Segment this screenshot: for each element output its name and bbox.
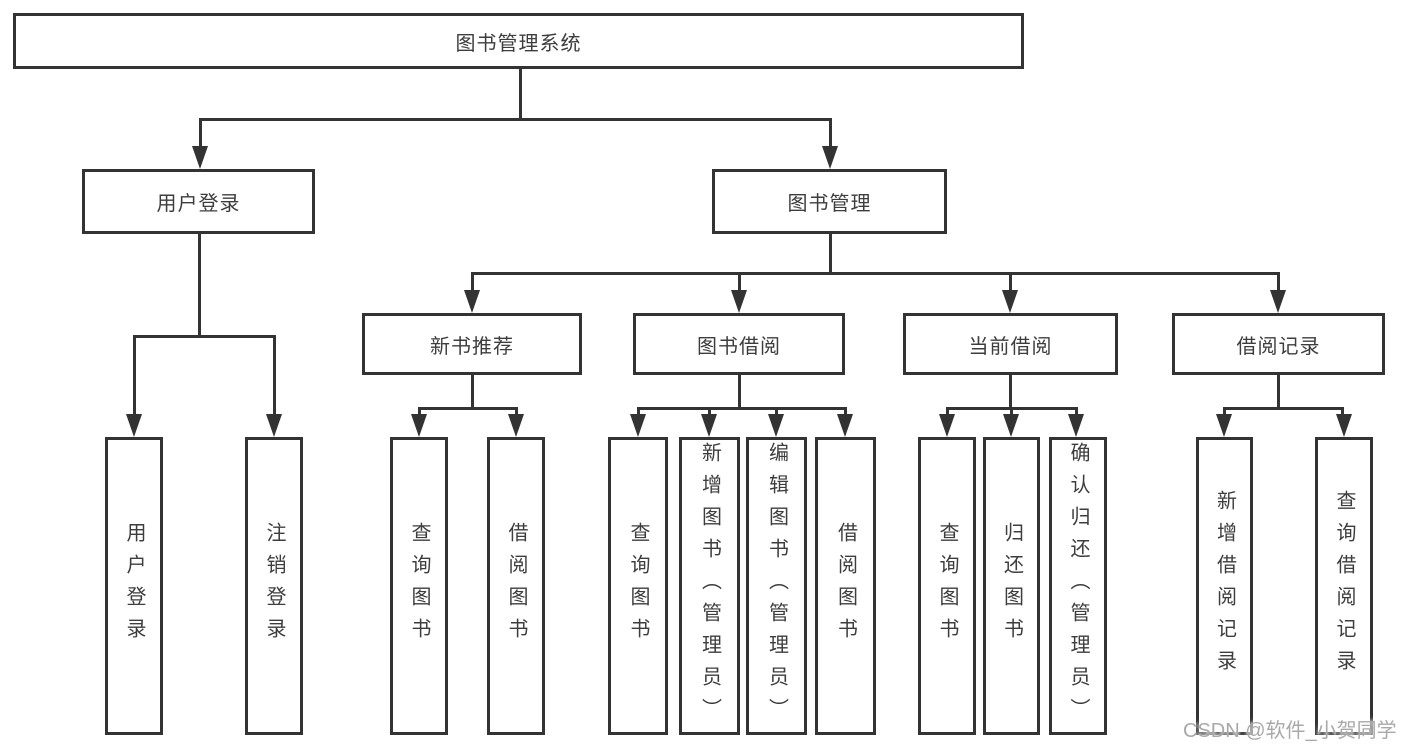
arrowhead-down-icon bbox=[731, 290, 747, 313]
leaf-logout: 注销登录 bbox=[245, 437, 303, 735]
node-new-book-recommend: 新书推荐 bbox=[362, 313, 582, 375]
connector-line bbox=[515, 407, 518, 417]
node-library-system: 图书管理系统 bbox=[13, 13, 1024, 69]
arrowhead-down-icon bbox=[768, 414, 784, 437]
arrowhead-down-icon bbox=[1068, 414, 1084, 437]
connector-line bbox=[198, 234, 201, 335]
connector-line bbox=[637, 407, 640, 417]
arrowhead-down-icon bbox=[266, 414, 282, 437]
arrowhead-down-icon bbox=[126, 414, 142, 437]
leaf-label: 注销登录 bbox=[263, 522, 285, 650]
leaf-label: 新增图书（管理员） bbox=[698, 442, 721, 730]
leaf-borrow-books-recommend: 借阅图书 bbox=[487, 437, 545, 735]
connector-line bbox=[829, 234, 832, 272]
node-book-management: 图书管理 bbox=[712, 169, 947, 234]
watermark: CSDN @软件_小贺同学 bbox=[1183, 720, 1397, 742]
leaf-add-book-admin: 新增图书（管理员） bbox=[679, 437, 740, 735]
leaf-user-login: 用户登录 bbox=[105, 437, 163, 735]
leaf-label: 查询图书 bbox=[936, 522, 958, 650]
arrowhead-down-icon bbox=[192, 146, 208, 169]
connector-line bbox=[1075, 407, 1078, 417]
leaf-label: 归还图书 bbox=[1000, 522, 1023, 650]
connector-line bbox=[418, 407, 421, 417]
connector-line bbox=[1223, 407, 1344, 410]
node-borrow-records: 借阅记录 bbox=[1172, 313, 1385, 375]
arrowhead-down-icon bbox=[939, 414, 955, 437]
node-book-borrow: 图书借阅 bbox=[633, 313, 845, 375]
connector-line bbox=[273, 335, 276, 417]
leaf-edit-book-admin: 编辑图书（管理员） bbox=[746, 437, 807, 735]
leaf-query-books-current: 查询图书 bbox=[918, 437, 976, 735]
leaf-query-borrow-record: 查询借阅记录 bbox=[1315, 437, 1373, 735]
arrowhead-down-icon bbox=[822, 146, 838, 169]
connector-line bbox=[775, 407, 778, 417]
arrowhead-down-icon bbox=[464, 290, 480, 313]
arrowhead-down-icon bbox=[1002, 290, 1018, 313]
leaf-label: 查询借阅记录 bbox=[1333, 490, 1355, 682]
arrowhead-down-icon bbox=[1336, 414, 1352, 437]
leaf-query-books-recommend: 查询图书 bbox=[390, 437, 448, 735]
connector-line bbox=[471, 272, 1279, 275]
connector-line bbox=[519, 69, 522, 118]
leaf-label: 新增借阅记录 bbox=[1213, 490, 1236, 682]
connector-line bbox=[946, 407, 949, 417]
node-current-borrow: 当前借阅 bbox=[903, 313, 1118, 375]
arrowhead-down-icon bbox=[1003, 414, 1019, 437]
arrowhead-down-icon bbox=[508, 414, 524, 437]
leaf-borrow-books: 借阅图书 bbox=[815, 437, 876, 735]
connector-line bbox=[1010, 407, 1013, 417]
leaf-label: 确认归还（管理员） bbox=[1067, 442, 1089, 730]
connector-line bbox=[471, 272, 474, 293]
connector-line bbox=[133, 335, 136, 417]
connector-line bbox=[1341, 407, 1344, 417]
leaf-label: 借阅图书 bbox=[505, 522, 527, 650]
leaf-label: 借阅图书 bbox=[834, 522, 857, 650]
leaf-return-book: 归还图书 bbox=[983, 437, 1040, 735]
leaf-label: 用户登录 bbox=[123, 522, 145, 650]
connector-line bbox=[199, 118, 202, 149]
arrowhead-down-icon bbox=[1270, 290, 1286, 313]
connector-line bbox=[1223, 407, 1226, 417]
connector-line bbox=[844, 407, 847, 417]
connector-line bbox=[1009, 375, 1012, 407]
arrowhead-down-icon bbox=[411, 414, 427, 437]
connector-line bbox=[1277, 272, 1280, 293]
arrowhead-down-icon bbox=[630, 414, 646, 437]
connector-line bbox=[829, 118, 832, 149]
node-user-login: 用户登录 bbox=[82, 169, 315, 234]
leaf-query-books-borrow: 查询图书 bbox=[608, 437, 668, 735]
arrowhead-down-icon bbox=[837, 414, 853, 437]
connector-line bbox=[738, 375, 741, 407]
connector-line bbox=[418, 407, 518, 410]
connector-line bbox=[708, 407, 711, 417]
leaf-label: 查询图书 bbox=[627, 522, 649, 650]
connector-line bbox=[199, 118, 832, 121]
connector-line bbox=[133, 335, 276, 338]
leaf-label: 查询图书 bbox=[408, 522, 430, 650]
connector-line bbox=[1009, 272, 1012, 293]
leaf-label: 编辑图书（管理员） bbox=[765, 442, 788, 730]
connector-line bbox=[637, 407, 846, 410]
arrowhead-down-icon bbox=[701, 414, 717, 437]
connector-line bbox=[471, 375, 474, 407]
connector-line bbox=[1277, 375, 1280, 407]
leaf-add-borrow-record: 新增借阅记录 bbox=[1196, 437, 1253, 735]
connector-line bbox=[738, 272, 741, 293]
arrowhead-down-icon bbox=[1216, 414, 1232, 437]
leaf-confirm-return-admin: 确认归还（管理员） bbox=[1049, 437, 1107, 735]
